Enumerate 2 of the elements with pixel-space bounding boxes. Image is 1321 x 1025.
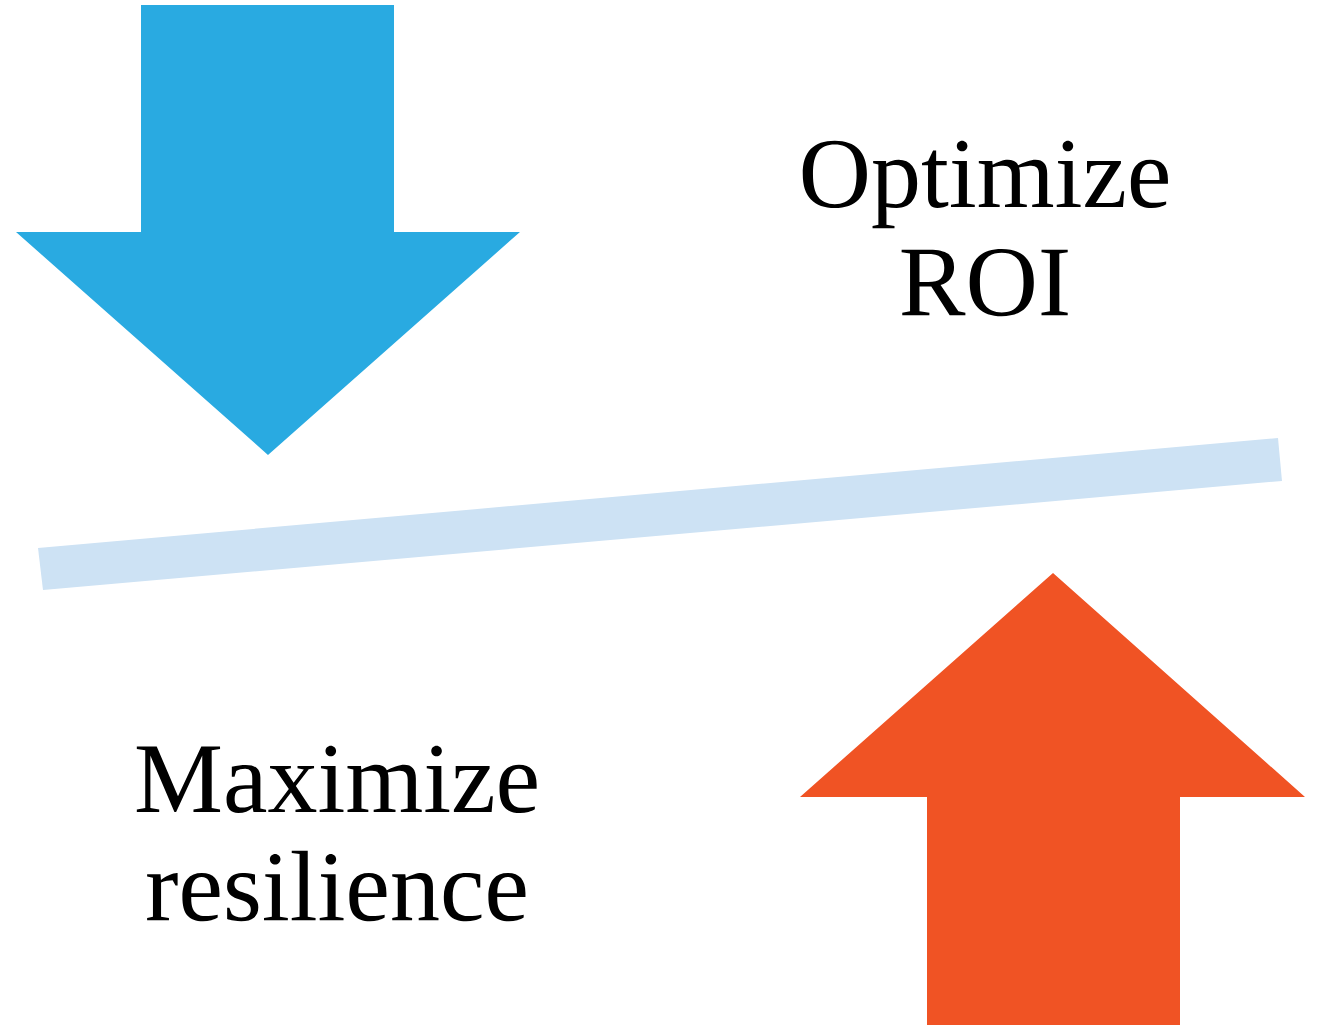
label-text: Optimize ROI (802, 140, 1168, 317)
label-text: Maximize resilience (136, 745, 537, 922)
